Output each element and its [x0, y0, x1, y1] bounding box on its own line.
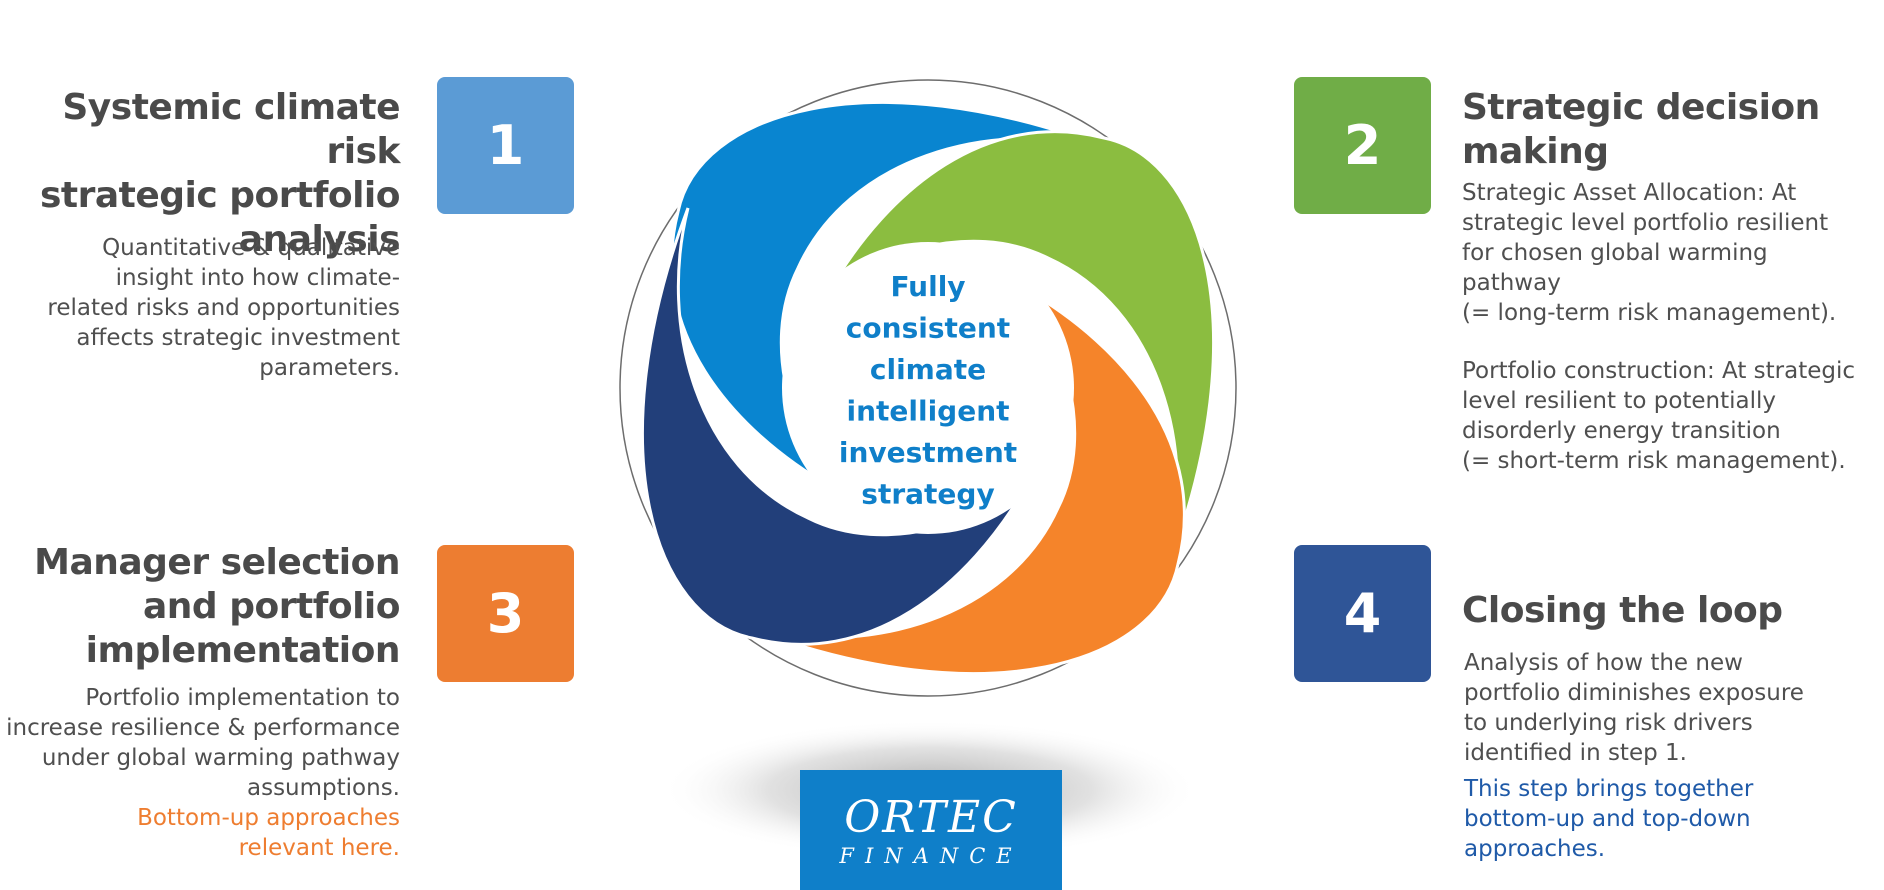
step-4-number-box: 4	[1294, 545, 1431, 682]
center-text-line: Fully	[890, 270, 965, 303]
center-text-line: investment	[839, 436, 1017, 469]
step-1-body: Quantitative & qualitative insight into …	[47, 235, 400, 381]
step-2-body: Strategic Asset Allocation: At strategic…	[1462, 180, 1837, 326]
step-1-number-box: 1	[437, 77, 574, 214]
step-4-body: Analysis of how the new portfolio dimini…	[1464, 650, 1804, 766]
step-3-title: Manager selection and portfolio implemen…	[0, 541, 400, 673]
center-text: Fully consistent climate intelligent investm…	[839, 270, 1017, 511]
swirl-navy	[641, 207, 1030, 646]
step-2-number-box: 2	[1294, 77, 1431, 214]
swirl-green	[826, 130, 1215, 569]
step-4-note: This step brings together bottom-up and …	[1464, 776, 1754, 862]
step-1-title-line: Systemic climate risk	[62, 87, 400, 172]
step-3-body: Portfolio implementation to increase res…	[6, 685, 400, 801]
center-circle	[782, 242, 1074, 534]
step-3-number-box: 3	[437, 545, 574, 682]
swirl-light-blue	[670, 101, 1109, 490]
step-2-title-line: Strategic decision	[1462, 87, 1820, 128]
step-2-title-line: making	[1462, 131, 1609, 172]
center-text-line: climate	[870, 353, 986, 386]
step-3-title-line: and portfolio	[143, 586, 401, 627]
step-2-body-construction: Portfolio construction: At strategic lev…	[1462, 358, 1856, 474]
step-1-title: Systemic climate risk strategic portfoli…	[0, 86, 401, 262]
step-1-title-line: analysis	[238, 219, 401, 260]
step-4-title: Closing the loop	[1462, 589, 1862, 633]
swirl-orange	[747, 286, 1186, 675]
center-text-line: consistent	[846, 312, 1010, 345]
step-1-title-line: strategic portfolio	[39, 175, 401, 216]
step-3-title-line: implementation	[85, 630, 401, 671]
logo-subtitle: FINANCE	[839, 844, 1023, 868]
step-3-note: Bottom-up approaches relevant here.	[137, 805, 400, 861]
center-text-line: strategy	[861, 478, 994, 511]
step-3-title-line: Manager selection	[34, 542, 400, 583]
center-text-line: intelligent	[846, 395, 1009, 428]
step-4-title-line: Closing the loop	[1462, 590, 1783, 631]
step-2-title: Strategic decision making	[1462, 86, 1862, 174]
ortec-finance-logo: ORTEC FINANCE	[800, 770, 1062, 890]
logo-wordmark: ORTEC	[844, 792, 1018, 843]
